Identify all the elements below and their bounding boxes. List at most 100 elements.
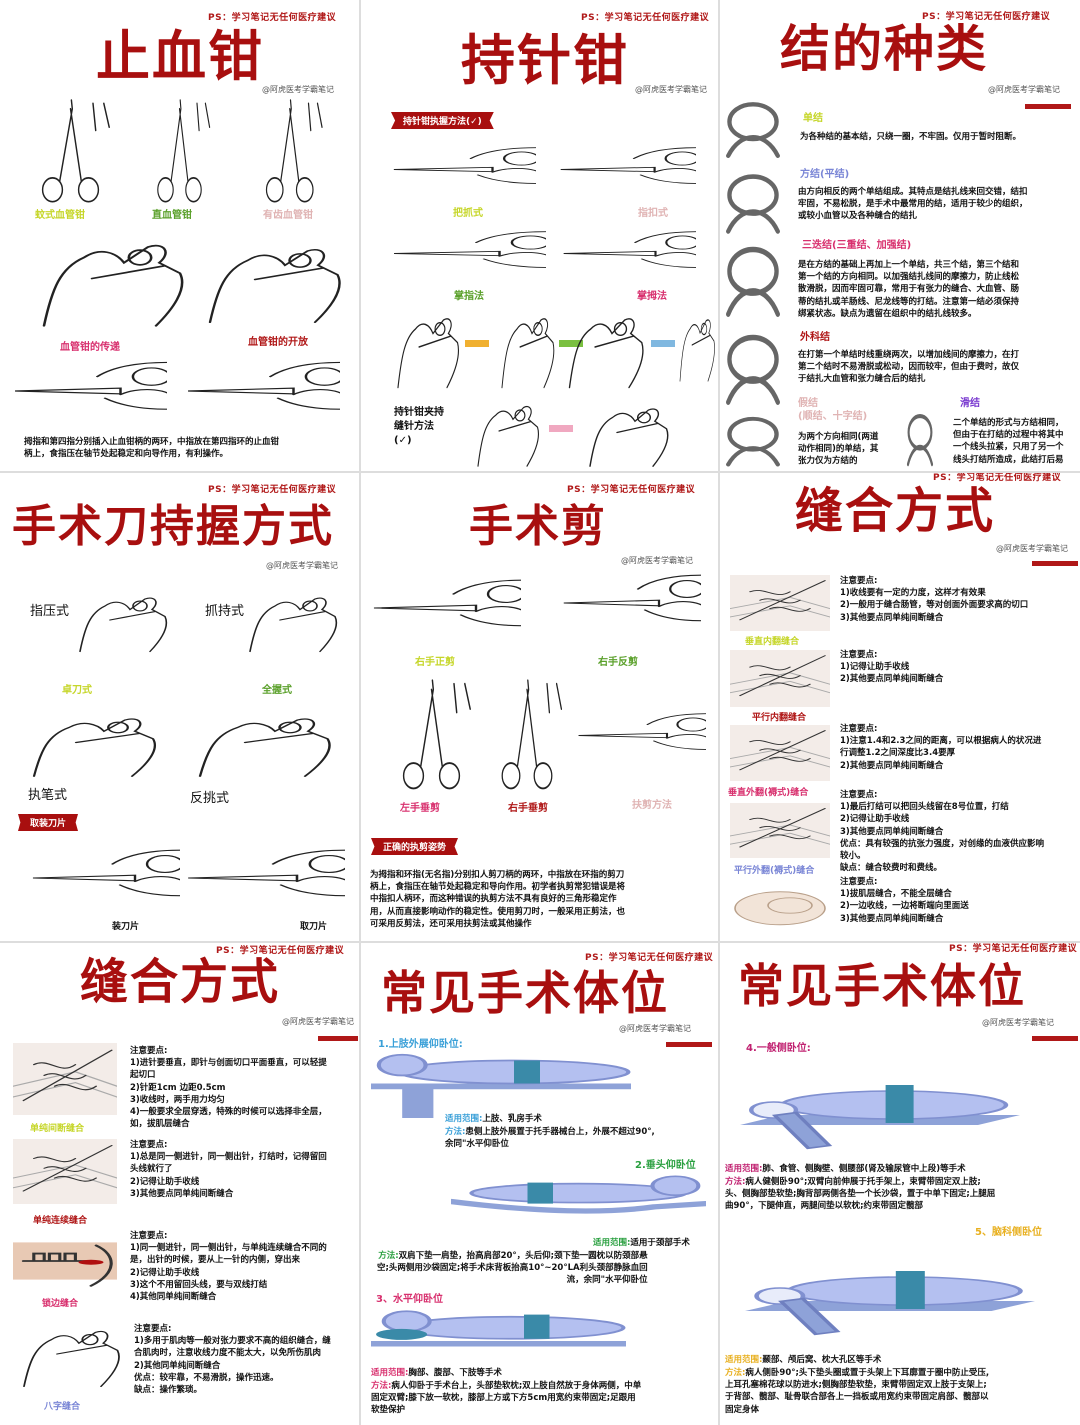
suture-drawing: [729, 725, 831, 781]
clamp-step-illustration: [581, 395, 671, 470]
grip-drawing: [188, 361, 358, 410]
disclaimer: PS：学习笔记无任何医疗建议: [567, 485, 696, 495]
card-positions-2: PS：学习笔记无任何医疗建议 常见手术体位 @阿虎医考学霸笔记 4.一般侧卧位:…: [720, 943, 1080, 1425]
scope-label: 适用范围:: [725, 1164, 763, 1174]
scissors-grip-illustration: [371, 573, 590, 643]
suture-label: 垂直外翻(褥式)缝合: [728, 788, 809, 798]
grip-illustration: [391, 226, 617, 281]
knot-illustration: [722, 332, 784, 410]
forceps-illustration: [148, 98, 218, 206]
position-scope: 适用范围:胸部、腹部、下肢等手术: [371, 1367, 502, 1379]
label-open: 血管钳的开放: [248, 337, 308, 348]
label-pass: 血管钳的传递: [60, 342, 120, 353]
credit: @阿虎医考学霸笔记: [619, 1024, 691, 1033]
credit: @阿虎医考学霸笔记: [262, 85, 334, 94]
supine-arm-drawing: [371, 1053, 631, 1118]
suture-drawing: [12, 1139, 118, 1204]
lateral-drawing: [740, 1085, 1020, 1150]
card-title: 持针钳: [461, 29, 629, 92]
card-positions-1: PS：学习笔记无任何医疗建议 常见手术体位 @阿虎医考学霸笔记 1.上肢外展仰卧…: [361, 943, 718, 1425]
scope-value: 胸部、腹部、下肢等手术: [408, 1368, 502, 1378]
label-remove-blade: 取刀片: [300, 922, 328, 932]
suture-drawing: [729, 650, 831, 707]
knot-name: 三迭结(三重结、加强结): [802, 240, 912, 251]
grip-drawing: [563, 231, 718, 268]
method-label: 方法:: [445, 1127, 466, 1137]
knot-desc: 是在方结的基础上再加上一个单结，共三个结，第三个结和 第一个结的方向相同。以加强…: [798, 260, 1020, 319]
knot-illustration: [722, 415, 784, 470]
suture-illustration: [12, 1043, 118, 1115]
position-scope: 适用范围:颞部、颅后窝、枕大孔区等手术: [725, 1354, 881, 1366]
arrow-right-icon: [651, 340, 675, 347]
card-hemostat: PS：学习笔记无任何医疗建议 止血钳 @阿虎医考学霸笔记 蚊式血管钳 直血管钳 …: [0, 0, 358, 470]
disclaimer: PS：学习笔记无任何医疗建议: [949, 944, 1078, 954]
grip-drawing: [563, 574, 718, 622]
card-title: 手术剪: [469, 501, 607, 552]
knot-drawing: [726, 246, 780, 317]
knot-name: 外科结: [800, 332, 830, 343]
scissors-illustration: [491, 678, 571, 793]
scissors-description: 为拇指和环指(无名指)分别扣人剪刀柄的两环，中指放在环指的剪刀 柄上，食指压在轴…: [370, 870, 626, 929]
suture-label: 单纯间断缝合: [30, 1124, 85, 1134]
method-label: 方法:: [371, 1381, 392, 1391]
forceps-illustration: [30, 98, 120, 206]
suture-illustration: [13, 1318, 123, 1390]
method-value: 病人侧卧90°;头下垫头圈或置于头架上下耳廓置于圈中防止受压, 上耳孔塞棉花球以…: [725, 1368, 990, 1415]
label-pen-grip: 执笔式: [28, 788, 68, 803]
card-knots: PS：学习笔记无任何医疗建议 结的种类 @阿虎医考学霸笔记 单结 为各种结的基本…: [720, 0, 1080, 470]
position-name: 1.上肢外展仰卧位:: [378, 1039, 463, 1050]
patient-position-illustration: [745, 1241, 1035, 1341]
label-finger-press: 指压式: [30, 604, 70, 619]
grip-drawing: [578, 713, 718, 750]
knot-desc: 为各种结的基本结，只绕一圈，不牢固。仅用于暂时阻断。: [800, 132, 1022, 142]
grip-drawing: [32, 849, 249, 897]
method-value: 患侧上肢外展置于托手器械台上，外展不超过90°, 余同"水平仰卧位: [445, 1127, 655, 1150]
tag-badge: [1025, 104, 1071, 109]
knot-desc: 二个单结的形式与方结相同， 但由于在打结的过程中将其中 一个线头拉紧，只用了另一…: [953, 418, 1064, 465]
scope-value: 颞部、颅后窝、枕大孔区等手术: [762, 1355, 882, 1365]
blade-illustration: [185, 843, 358, 913]
tag-badge: [666, 1042, 712, 1047]
tag-badge: [318, 1036, 358, 1041]
supine-head-drawing: [444, 1175, 713, 1214]
hand-drawing: [568, 318, 644, 389]
position-method: 方法:病人侧卧90°;头下垫头圈或置于头架上下耳廓置于圈中防止受压, 上耳孔塞棉…: [725, 1367, 989, 1416]
knot-drawing: [726, 334, 780, 405]
grip-drawing: [560, 147, 718, 184]
suture-illustration: [729, 575, 831, 631]
knot-name: 单结: [803, 113, 823, 124]
hand-drawing: [501, 318, 555, 389]
forceps-drawing: [41, 99, 110, 203]
patient-position-illustration: [444, 1128, 713, 1233]
suture-label: 单纯连续缝合: [33, 1216, 88, 1226]
suture-illustration: [12, 1139, 118, 1204]
method-label: 方法:: [725, 1177, 746, 1187]
forceps-drawing: [265, 99, 323, 203]
grip-illustration: [558, 142, 718, 197]
suture-note: 注意要点: 1)记得让助手收线 2)其他要点同单纯间断缝合: [840, 650, 944, 685]
method-value: 双肩下垫一肩垫，抬高肩部20°，头后仰;颈下垫一圆枕以防颈部悬 空;头两侧用沙袋…: [377, 1251, 648, 1286]
position-method: 方法:双肩下垫一肩垫，抬高肩部20°，头后仰;颈下垫一圆枕以防颈部悬 空;头两侧…: [377, 1250, 648, 1287]
credit: @阿虎医考学霸笔记: [282, 1017, 354, 1026]
label-right-reverse: 右手反剪: [598, 657, 638, 668]
credit: @阿虎医考学霸笔记: [988, 85, 1060, 94]
tag-badge: [1032, 561, 1078, 566]
suture-note: 注意要点: 1)同一侧进针，同一侧出针，与单纯连续缝合不同的 是，出针的时候，要…: [130, 1231, 327, 1303]
card-title: 结的种类: [780, 20, 988, 78]
label-finger-grip: 指扣式: [638, 208, 668, 219]
grid-divider: [0, 941, 1080, 943]
label-table-knife: 卓刀式: [62, 685, 92, 696]
clamp-step-illustration: [676, 305, 716, 385]
credit: @阿虎医考学霸笔记: [621, 556, 693, 565]
knot-illustration: [722, 100, 784, 162]
suture-label: 平行内翻缝合: [752, 713, 807, 723]
position-scope: 适用范围:上肢、乳房手术: [445, 1113, 542, 1125]
suture-note: 注意要点: 1)多用于肌肉等一般对张力要求不高的组织缝合，缝 合肌肉时，注意收线…: [134, 1324, 331, 1396]
card-title: 手术刀持握方式: [12, 501, 334, 552]
grip-illustration: [185, 355, 358, 427]
position-method: 方法:患侧上肢外展置于托手器械台上，外展不超过90°, 余同"水平仰卧位: [445, 1126, 655, 1150]
clamp-step-illustration: [391, 302, 461, 392]
suture-illustration: [730, 878, 830, 933]
blade-illustration: [30, 843, 249, 913]
hand-illustration: [28, 226, 188, 331]
